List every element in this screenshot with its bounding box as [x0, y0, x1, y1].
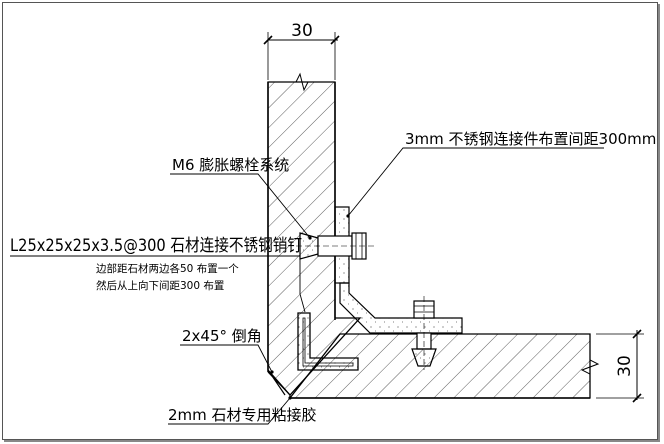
leader-chamfer: [180, 344, 273, 373]
expansion-bolt-horizontal: [296, 232, 374, 260]
dimension-top-value: 30: [291, 21, 313, 41]
leader-dot: [270, 370, 274, 374]
leader-connector: [347, 147, 604, 217]
label-connector: 3mm 不锈钢连接件布置间距300mm: [405, 130, 656, 148]
label-angle-line3: 然后从上向下间距300 布置: [96, 279, 224, 292]
drawing-frame: [2, 2, 658, 440]
wall-bracket: [334, 206, 463, 334]
l-angle-connector: [297, 312, 359, 371]
dimension-right: [596, 329, 644, 403]
leader-dot: [308, 236, 312, 240]
leader-adhesive: [168, 397, 291, 425]
dimension-top: [263, 32, 340, 80]
label-angle-line2: 边部距石材两边各50 布置一个: [96, 262, 239, 275]
dimension-right-value: 30: [615, 355, 635, 377]
leader-bolt: [170, 173, 311, 239]
label-chamfer: 2x45° 倒角: [182, 327, 262, 345]
label-angle-line1: L25x25x25x3.5@300 石材连接不锈钢销钉: [10, 236, 302, 256]
horizontal-stone-slab: [288, 333, 591, 399]
leader-dot: [288, 396, 292, 400]
expansion-bolt-vertical: [411, 296, 437, 370]
label-adhesive: 2mm 石材专用粘接胶: [168, 406, 317, 424]
leader-dot: [346, 214, 350, 218]
leader-angle: [10, 255, 306, 313]
break-line-right: [580, 334, 600, 398]
break-line-top: [268, 72, 335, 92]
label-bolt: M6 膨胀螺栓系统: [172, 156, 289, 174]
